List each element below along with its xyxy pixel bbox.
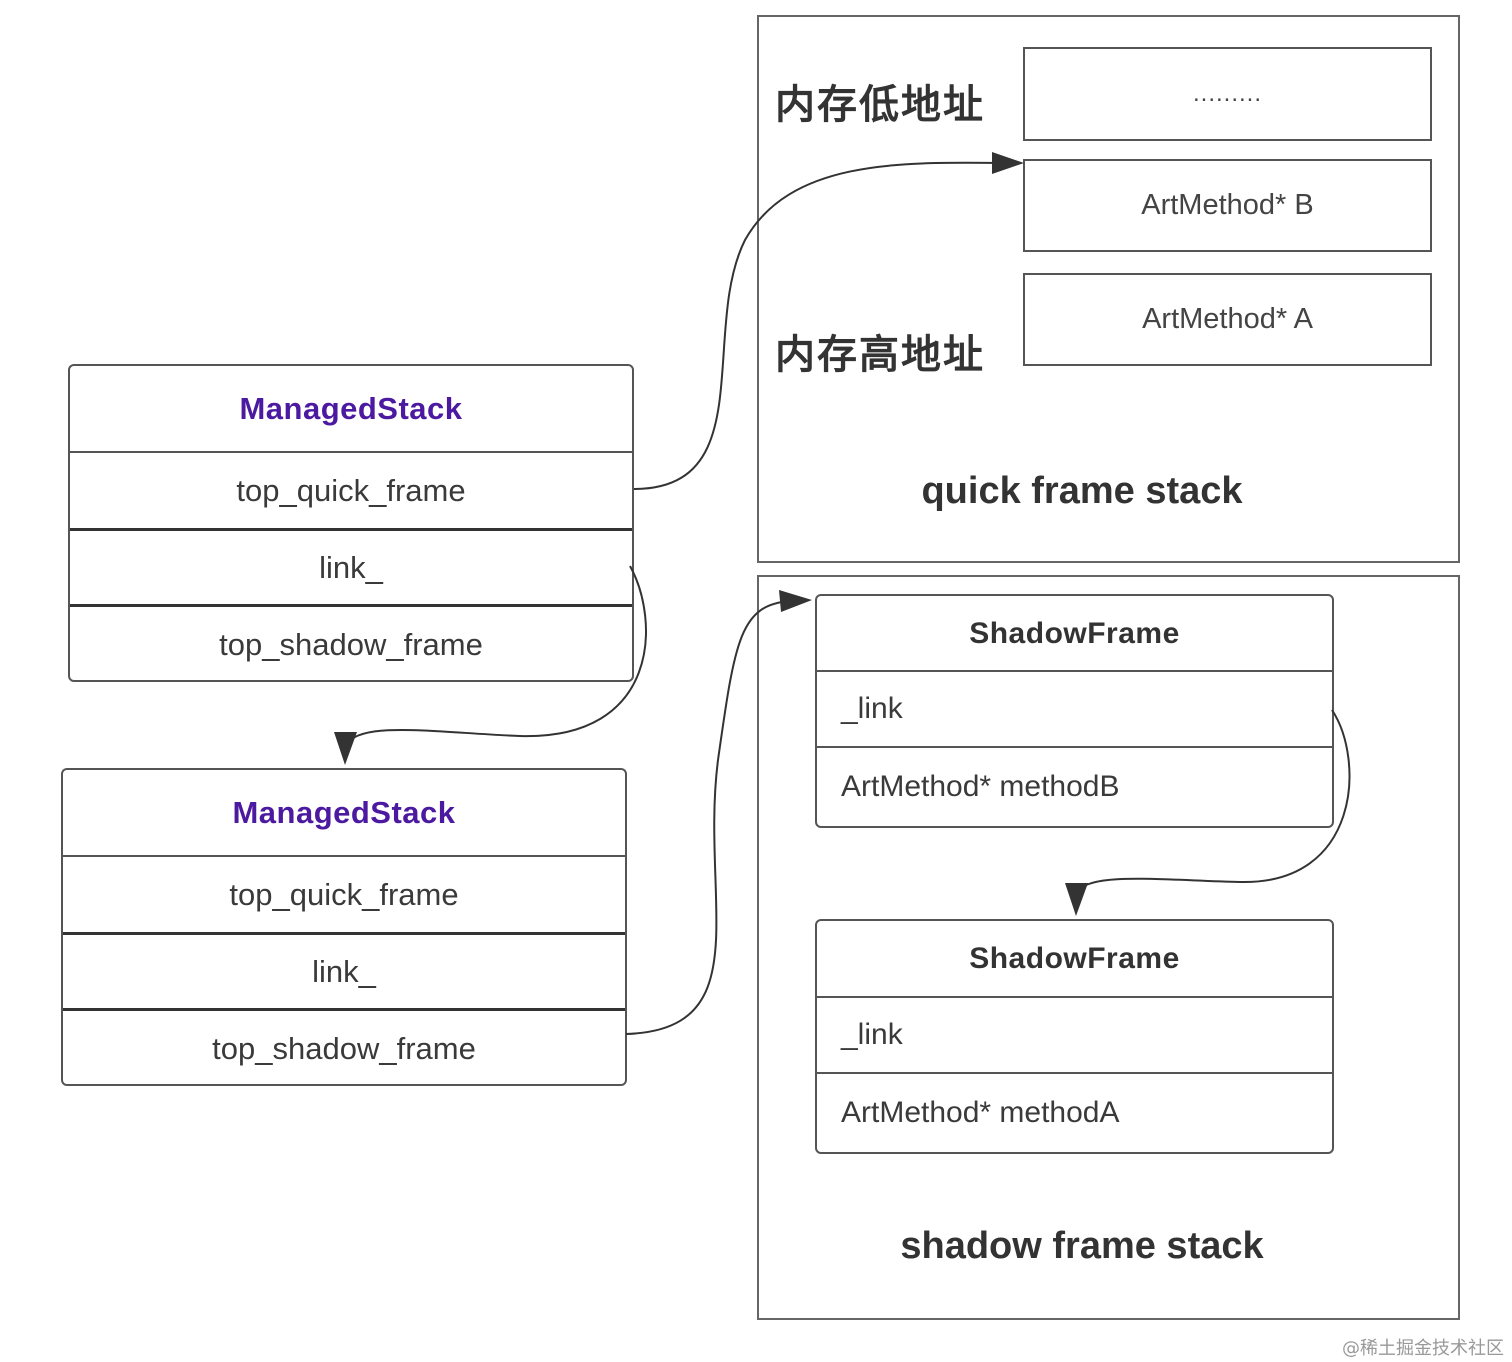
arrowhead-managed-stack-2: [334, 732, 357, 765]
shadow-frame-b: ShadowFrame _link ArtMethod* methodB: [815, 594, 1334, 828]
managed-stack-1: ManagedStack top_quick_frame link_ top_s…: [68, 364, 634, 682]
managed-stack-2-title: ManagedStack: [232, 795, 456, 830]
managed-stack-1-top-quick-frame: top_quick_frame: [236, 473, 466, 508]
shadow-stack-title: shadow frame stack: [900, 1225, 1264, 1267]
managed-stack-1-link: link_: [319, 550, 383, 585]
managed-stack-2-top-shadow-frame: top_shadow_frame: [212, 1030, 476, 1066]
high-address-label: 内存高地址: [775, 332, 985, 378]
quick-stack-title: quick frame stack: [921, 470, 1243, 512]
managed-stack-2: ManagedStack top_quick_frame link_ top_s…: [61, 768, 627, 1086]
managed-stack-1-title: ManagedStack: [239, 391, 463, 426]
quick-stack-cell-ellipsis: .........: [1023, 47, 1432, 141]
shadow-frame-b-link-field: _link: [841, 692, 903, 725]
managed-stack-1-top-shadow-frame: top_shadow_frame: [219, 626, 483, 662]
watermark: @稀土掘金技术社区: [1342, 1338, 1504, 1359]
shadow-frame-a-method-field: ArtMethod* methodA: [841, 1096, 1120, 1129]
shadow-frame-a-link-field: _link: [841, 1018, 903, 1051]
shadow-frame-b-method-field: ArtMethod* methodB: [841, 770, 1120, 803]
low-address-label: 内存低地址: [775, 82, 985, 128]
shadow-frame-a: ShadowFrame _link ArtMethod* methodA: [815, 919, 1334, 1154]
quick-stack-cell-artmethod-b: ArtMethod* B: [1023, 159, 1432, 252]
managed-stack-2-link: link_: [312, 954, 376, 989]
managed-stack-2-top-quick-frame: top_quick_frame: [229, 877, 459, 912]
shadow-frame-a-title: ShadowFrame: [969, 942, 1180, 975]
quick-stack-cell-artmethod-a: ArtMethod* A: [1023, 273, 1432, 366]
shadow-frame-b-title: ShadowFrame: [969, 617, 1180, 650]
